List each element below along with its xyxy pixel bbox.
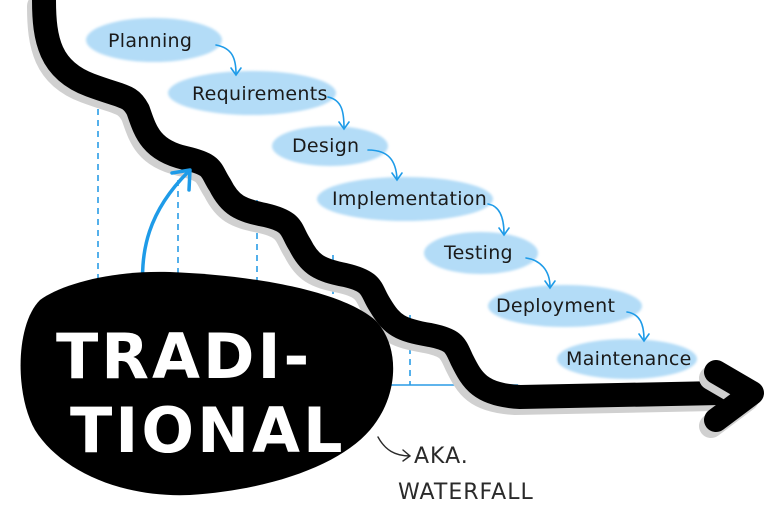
bubble-maintenance	[557, 339, 697, 379]
phase-bubbles	[86, 18, 697, 379]
staircase-path	[32, 0, 732, 409]
aka-label: AKA.	[414, 444, 469, 469]
phase-label: Implementation	[332, 188, 487, 210]
title-line-1: TRADI-	[56, 320, 312, 393]
phase-label: Planning	[108, 30, 192, 52]
phase-label: Requirements	[192, 83, 328, 105]
phase-label: Deployment	[496, 295, 615, 317]
title-line-2: TIONAL	[70, 394, 345, 467]
arrow-down-icon	[367, 149, 398, 180]
arrow-down-icon	[327, 96, 345, 129]
arrow-down-icon	[626, 311, 645, 341]
arrow-down-icon	[525, 257, 551, 288]
phase-label: Maintenance	[566, 348, 692, 370]
bubble-requirements	[168, 71, 336, 115]
bubble-planning	[86, 18, 222, 62]
arrow-down-icon	[215, 44, 237, 75]
phase-label: Design	[292, 135, 359, 157]
bubble-testing	[424, 232, 538, 274]
bubble-design	[272, 126, 388, 166]
bubble-deployment	[488, 285, 642, 327]
aka-arrow-icon	[377, 436, 412, 462]
arrow-down-icon	[487, 203, 505, 235]
bubble-implementation	[317, 177, 493, 221]
connector-arrows	[215, 44, 650, 343]
waterfall-label: WATERFALL	[398, 480, 534, 505]
arrowhead-icon	[699, 360, 764, 438]
phase-label: Testing	[443, 242, 513, 264]
title-blob	[20, 271, 394, 496]
